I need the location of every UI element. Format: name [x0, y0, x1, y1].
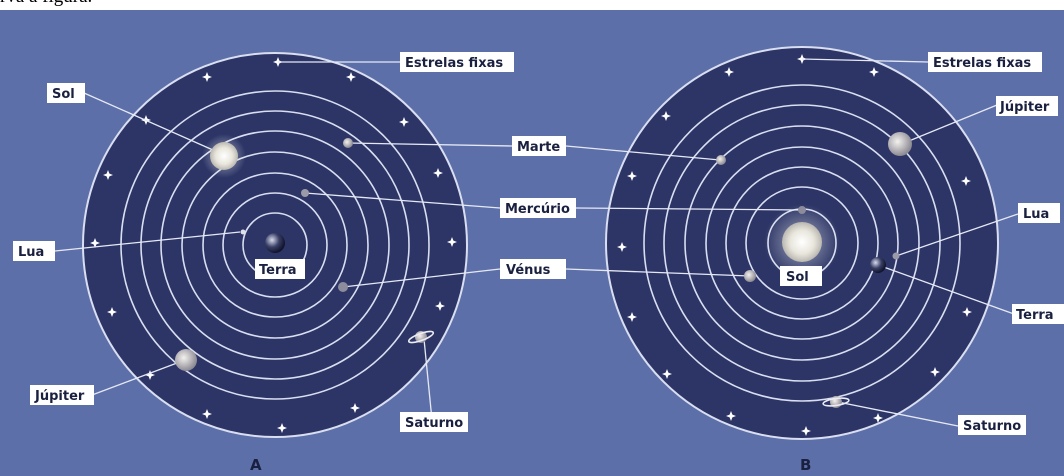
jupiter-b — [888, 132, 912, 156]
mercury-a — [301, 189, 309, 197]
label-saturn-b: Saturno — [958, 415, 1026, 435]
svg-text:Lua: Lua — [18, 245, 44, 260]
model-b-orbits — [643, 84, 961, 402]
earth-b — [870, 257, 886, 273]
svg-text:Sol: Sol — [52, 87, 75, 102]
moon-a — [240, 229, 246, 235]
moon-b — [892, 252, 900, 260]
label-jupiter-a: Júpiter — [30, 385, 94, 405]
mercury-b — [798, 206, 806, 214]
label-moon-b: Lua — [1018, 203, 1060, 223]
model-a: Estrelas fixas Sol Marte Mercúrio Lua Te… — [13, 52, 576, 474]
svg-text:Lua: Lua — [1023, 207, 1049, 222]
panel-letter-b: B — [800, 456, 811, 474]
svg-text:Saturno: Saturno — [963, 419, 1021, 434]
saturn-a — [407, 330, 435, 344]
svg-text:Júpiter: Júpiter — [999, 100, 1050, 115]
svg-text:Sol: Sol — [786, 270, 809, 285]
model-a-orbits — [120, 90, 430, 400]
svg-text:Estrelas fixas: Estrelas fixas — [405, 56, 503, 71]
label-fixed-stars-b: Estrelas fixas — [928, 52, 1042, 72]
label-sun-b: Sol — [780, 266, 822, 286]
venus-b — [744, 270, 756, 282]
panel-letter-a: A — [250, 456, 262, 474]
model-b-leader-lines — [565, 58, 1019, 427]
svg-text:Terra: Terra — [1016, 308, 1054, 323]
mars-a — [343, 138, 353, 148]
label-earth-a: Terra — [255, 259, 305, 279]
svg-text:Júpiter: Júpiter — [34, 389, 85, 404]
sun-a — [210, 142, 238, 170]
label-earth-b: Terra — [1012, 304, 1064, 324]
label-mercury-a: Mercúrio — [500, 198, 576, 218]
saturn-b — [822, 396, 850, 408]
jupiter-a — [175, 349, 197, 371]
sun-b — [782, 222, 822, 262]
svg-text:Saturno: Saturno — [405, 416, 463, 431]
label-moon-a: Lua — [13, 241, 55, 261]
svg-text:Marte: Marte — [517, 140, 560, 155]
caption-text: rva a figura. — [0, 0, 92, 8]
solar-models-diagram: Estrelas fixas Sol Marte Mercúrio Lua Te… — [0, 10, 1064, 476]
svg-text:Estrelas fixas: Estrelas fixas — [933, 56, 1031, 71]
model-b: Estrelas fixas Júpiter Lua Sol Terra Sat… — [565, 46, 1064, 474]
svg-text:Terra: Terra — [259, 263, 297, 278]
venus-a — [338, 282, 348, 292]
label-mars-a: Marte — [512, 136, 566, 156]
earth-a — [265, 233, 285, 253]
label-venus-a: Vénus — [500, 259, 566, 279]
model-a-leader-lines — [54, 61, 513, 421]
mars-b — [716, 155, 726, 165]
svg-text:Vénus: Vénus — [506, 263, 551, 278]
svg-text:Mercúrio: Mercúrio — [505, 202, 570, 217]
label-fixed-stars-a: Estrelas fixas — [400, 52, 514, 72]
label-saturn-a: Saturno — [400, 412, 468, 432]
label-jupiter-b: Júpiter — [996, 96, 1058, 116]
label-sun-a: Sol — [47, 83, 85, 103]
